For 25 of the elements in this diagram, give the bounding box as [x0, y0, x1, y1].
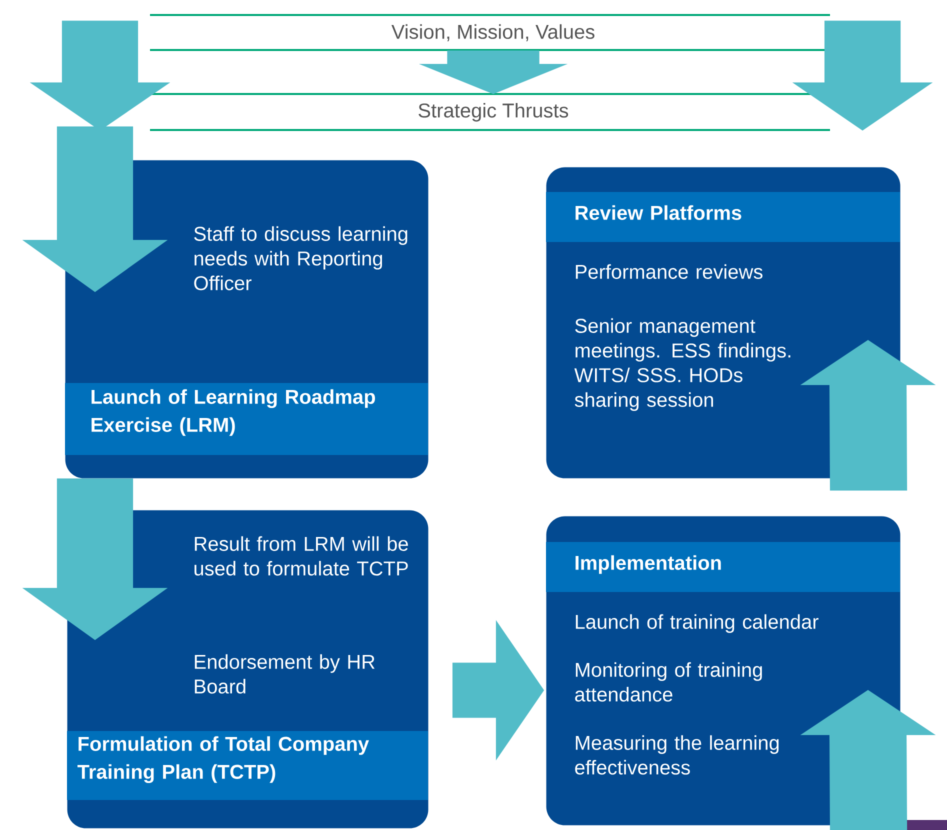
heading-bar: Launch of Learning Roadmap Exercise (LRM) [65, 383, 428, 455]
heading-bar: Implementation [546, 542, 900, 592]
band: Strategic Thrusts [150, 93, 830, 131]
card [546, 516, 900, 826]
arrow [419, 50, 568, 94]
heading-bar: Formulation of Total Company Training Plan (TCTP) [67, 731, 428, 800]
card-text: Measuring the learning effectiveness [575, 735, 779, 775]
card [65, 160, 428, 478]
arrow [22, 126, 168, 292]
arrow [792, 20, 933, 131]
heading-bar: Review Platforms [546, 192, 900, 242]
card-text: Senior management meetings. ESS findings. WITS/ SSS. HODs sharing session [574, 318, 790, 411]
arrow [452, 620, 544, 760]
card [546, 167, 900, 478]
card-text: Endorsement by HR Board [194, 654, 375, 694]
band: Vision, Mission, Values [150, 14, 830, 51]
card-text: Launch of training calendar [576, 614, 818, 633]
card-text: Result from LRM will be used to formulate TCTP [194, 536, 408, 576]
card-text: Monitoring of training attendance [575, 662, 762, 702]
arrow [22, 478, 168, 640]
card-text: Performance reviews [576, 264, 762, 279]
arrow [800, 340, 936, 491]
card-text: Staff to discuss learning needs with Reporting Officer [194, 226, 408, 290]
card [67, 510, 428, 828]
arrow [800, 690, 936, 830]
